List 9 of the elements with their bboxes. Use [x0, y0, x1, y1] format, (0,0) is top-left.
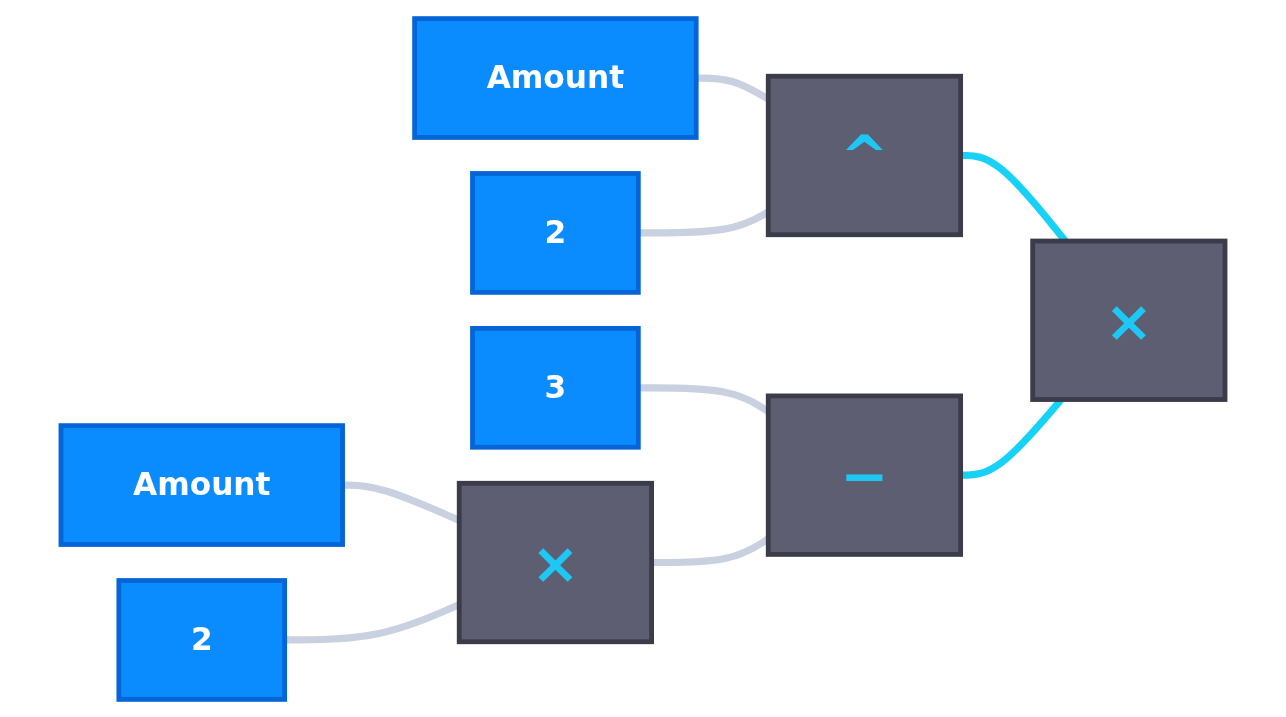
- node-box: −: [765, 393, 963, 557]
- node-box: 2: [470, 170, 641, 295]
- node-box: 3: [470, 325, 641, 450]
- node-box: Amount: [58, 422, 345, 547]
- node-box: ×: [1030, 238, 1228, 402]
- node-box: Amount: [412, 15, 699, 140]
- node-box: ×: [456, 480, 654, 644]
- node-box: ^: [765, 73, 963, 237]
- node-box: 2: [116, 577, 288, 702]
